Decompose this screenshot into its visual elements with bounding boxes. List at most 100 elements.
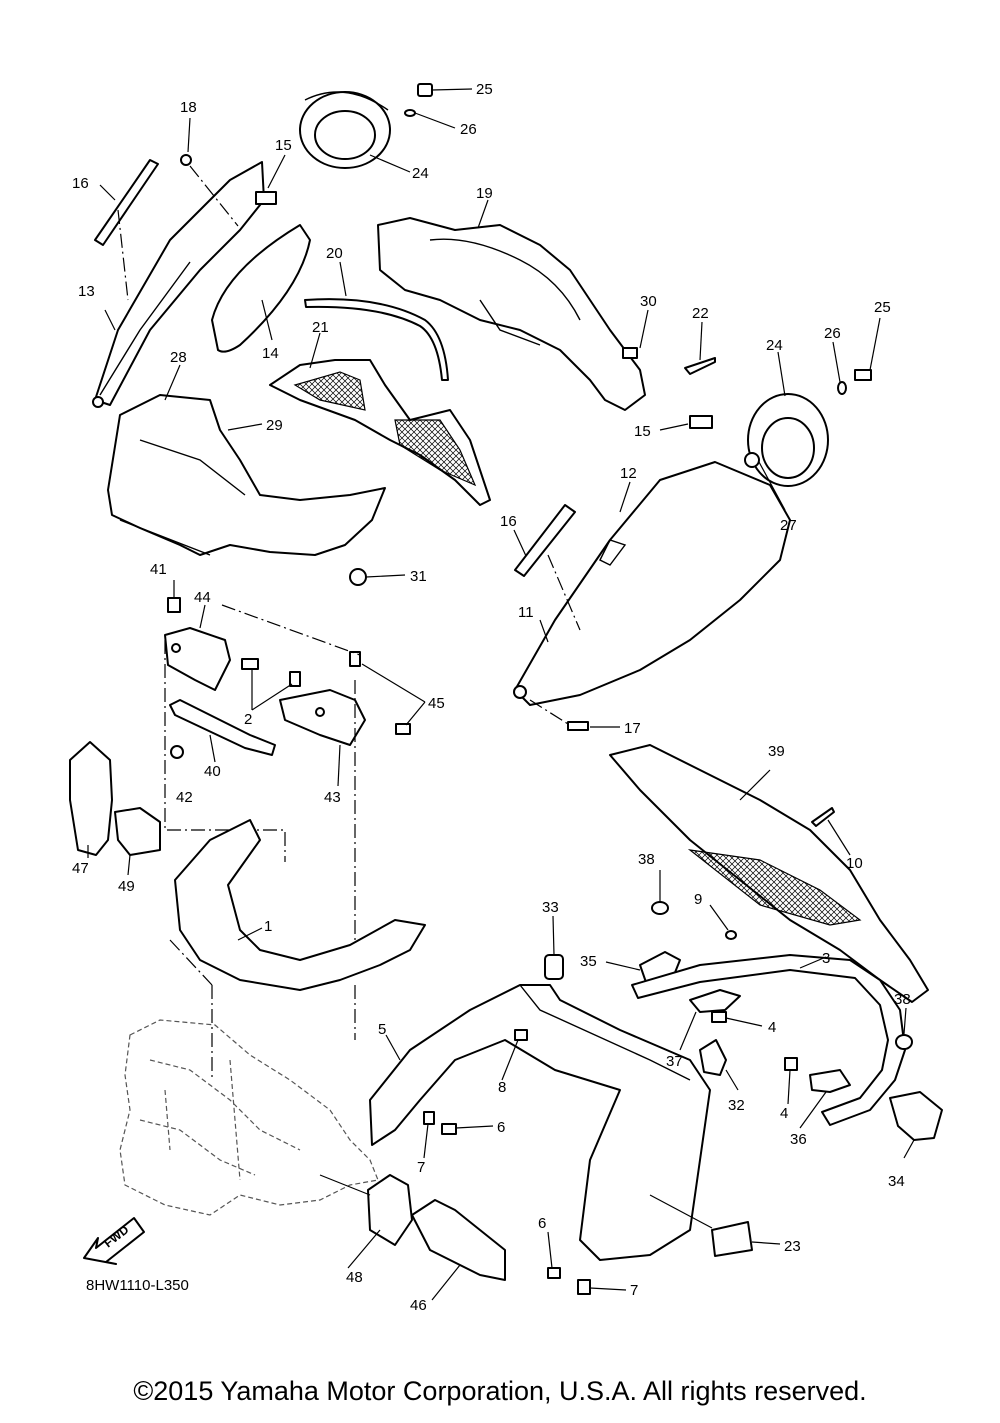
callout-33: 33 [542, 899, 559, 916]
part-24-ring-top [299, 91, 391, 169]
callout-43: 43 [324, 789, 341, 806]
part-48-duct-cover [367, 1174, 413, 1246]
callout-24: 24 [766, 337, 783, 354]
callout-20: 20 [326, 245, 343, 262]
callout-25: 25 [476, 81, 493, 98]
bolt-41 [167, 580, 181, 613]
nut-31 [349, 568, 406, 586]
frame-outline [119, 1019, 379, 1216]
part-14-panel [211, 224, 311, 353]
washer-26-right [832, 341, 847, 395]
callout-15: 15 [634, 423, 651, 440]
callout-34: 34 [888, 1173, 905, 1190]
callout-47: 47 [72, 860, 89, 877]
callout-16: 16 [500, 513, 517, 530]
callout-19: 19 [476, 185, 493, 202]
callout-8: 8 [498, 1079, 506, 1096]
callout-1: 1 [264, 918, 272, 935]
clip-8 [514, 1029, 528, 1041]
diagram-code: 8HW1110-L350 [86, 1277, 189, 1294]
callout-35: 35 [580, 953, 597, 970]
part-15-pad-top [255, 191, 277, 205]
nut-27 [744, 452, 786, 511]
callout-37: 37 [666, 1053, 683, 1070]
clip-7-upper [423, 1111, 435, 1125]
part-15-pad-right [659, 415, 713, 431]
callout-41: 41 [150, 561, 167, 578]
screw-18 [180, 117, 239, 227]
part-21-mesh-panel [269, 359, 491, 506]
rivet-10 [811, 807, 851, 856]
part-16-strip-top [94, 159, 159, 246]
screw-17 [529, 699, 620, 731]
callout-labels: 1 2 3 4 4 5 6 6 7 7 8 9 10 11 12 13 14 1… [72, 81, 911, 1314]
washer-26-top [404, 109, 456, 129]
callout-4: 4 [768, 1019, 776, 1036]
callout-26: 26 [460, 121, 477, 138]
callout-7: 7 [417, 1159, 425, 1176]
callout-6: 6 [538, 1215, 546, 1232]
stay-37 [679, 989, 741, 1051]
callout-22: 22 [692, 305, 709, 322]
grommet-33 [544, 915, 564, 980]
callout-7: 7 [630, 1282, 638, 1299]
stay-36 [799, 1069, 851, 1129]
callout-11: 11 [518, 604, 534, 621]
callout-29: 29 [266, 417, 283, 434]
callout-2: 2 [244, 711, 252, 728]
callout-28: 28 [170, 349, 187, 366]
bolt-45 [349, 651, 426, 735]
callout-23: 23 [784, 1238, 801, 1255]
callout-39: 39 [768, 743, 785, 760]
callout-38: 38 [638, 851, 655, 868]
washer-9 [709, 904, 737, 940]
callout-16: 16 [72, 175, 89, 192]
callout-30: 30 [640, 293, 657, 310]
callout-18: 18 [180, 99, 197, 116]
part-16-strip-right [514, 504, 576, 577]
part-24-ring-right [747, 393, 829, 487]
callout-14: 14 [262, 345, 279, 362]
bracket-44 [164, 627, 231, 691]
callout-40: 40 [204, 763, 221, 780]
callout-15: 15 [275, 137, 292, 154]
part-34-bracket [889, 1091, 943, 1159]
callout-12: 12 [620, 465, 637, 482]
callout-21: 21 [312, 319, 329, 336]
callout-27: 27 [780, 517, 797, 534]
part-1-lower-cowl [174, 819, 426, 991]
bolt-4-upper [711, 1011, 763, 1027]
grommet-32 [699, 1039, 739, 1091]
bolt-6-upper [441, 1123, 494, 1135]
clip-7-lower [577, 1279, 627, 1295]
callout-5: 5 [378, 1021, 386, 1038]
bracket-43 [279, 689, 366, 746]
rivet-22 [684, 321, 716, 375]
callout-49: 49 [118, 878, 135, 895]
callout-25: 25 [874, 299, 891, 316]
part-46-duct [411, 1199, 506, 1281]
callout-13: 13 [78, 283, 95, 300]
copyright-notice: ©2015 Yamaha Motor Corporation, U.S.A. A… [133, 1376, 867, 1406]
callout-48: 48 [346, 1269, 363, 1286]
callout-45: 45 [428, 695, 445, 712]
bolt-25-right [854, 317, 881, 381]
part-39-mesh-cover [609, 744, 929, 1003]
callout-24: 24 [412, 165, 429, 182]
callout-32: 32 [728, 1097, 745, 1114]
stay-40 [169, 699, 276, 756]
callout-42: 42 [176, 789, 193, 806]
callout-3: 3 [822, 950, 830, 967]
bolt-6-lower [547, 1231, 561, 1279]
label-23 [649, 1194, 781, 1257]
callout-44: 44 [194, 589, 211, 606]
plug-38-upper [651, 870, 669, 915]
part-47-duct [69, 741, 113, 856]
part-20-strip [304, 298, 449, 381]
callout-6: 6 [497, 1119, 505, 1136]
callout-10: 10 [846, 855, 863, 872]
nut-42 [170, 745, 184, 759]
part-49-plate [114, 807, 161, 856]
bolt-2 [241, 658, 301, 711]
